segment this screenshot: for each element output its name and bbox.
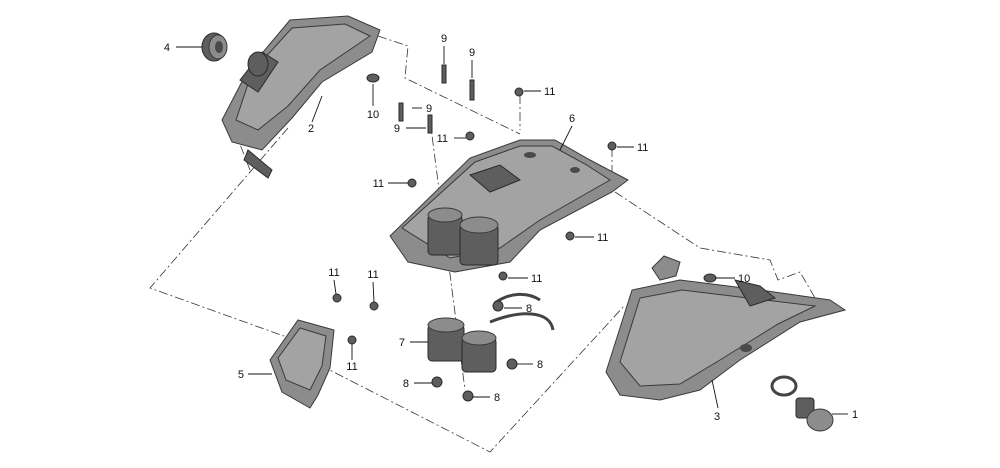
callout-10-upper: 10 xyxy=(367,109,379,121)
callout-5: 5 xyxy=(238,369,244,381)
callout-11-e: 11 xyxy=(597,232,608,244)
callout-9-c: 9 xyxy=(426,103,432,115)
callout-11-g: 11 xyxy=(328,267,339,279)
callout-8-a: 8 xyxy=(526,303,532,315)
callout-11-h: 11 xyxy=(367,269,378,281)
callout-9-a: 9 xyxy=(441,33,447,45)
part-4-grommet xyxy=(201,32,228,62)
callout-labels: 4 2 10 9 9 9 9 11 11 6 11 11 11 11 8 7 8… xyxy=(164,33,858,423)
callout-11-i: 11 xyxy=(346,361,357,373)
fasteners xyxy=(332,64,717,402)
leader-lines xyxy=(176,46,848,415)
callout-3: 3 xyxy=(714,411,720,423)
callout-8-c: 8 xyxy=(403,378,409,390)
callout-7: 7 xyxy=(399,337,405,349)
callout-11-c: 11 xyxy=(637,142,648,154)
callout-4: 4 xyxy=(164,42,170,54)
callout-8-d: 8 xyxy=(494,392,500,404)
callout-11-f: 11 xyxy=(531,273,542,285)
part-2-upper-cover xyxy=(221,15,381,179)
callout-11-d: 11 xyxy=(373,178,384,190)
part-6-tray xyxy=(389,139,629,273)
part-7-coil-module xyxy=(427,292,555,373)
callout-2: 2 xyxy=(308,123,314,135)
callout-8-b: 8 xyxy=(537,359,543,371)
part-3-bracket xyxy=(605,279,847,401)
callout-11-a: 11 xyxy=(544,86,555,98)
callout-9-b: 9 xyxy=(469,47,475,59)
callout-10-lower: 10 xyxy=(738,273,750,285)
callout-9-d: 9 xyxy=(394,123,400,135)
callout-1: 1 xyxy=(852,409,858,421)
part-5-side-cover xyxy=(269,319,335,409)
part-1-plug xyxy=(651,255,834,432)
callout-6: 6 xyxy=(569,113,575,125)
callout-11-b: 11 xyxy=(437,133,448,145)
